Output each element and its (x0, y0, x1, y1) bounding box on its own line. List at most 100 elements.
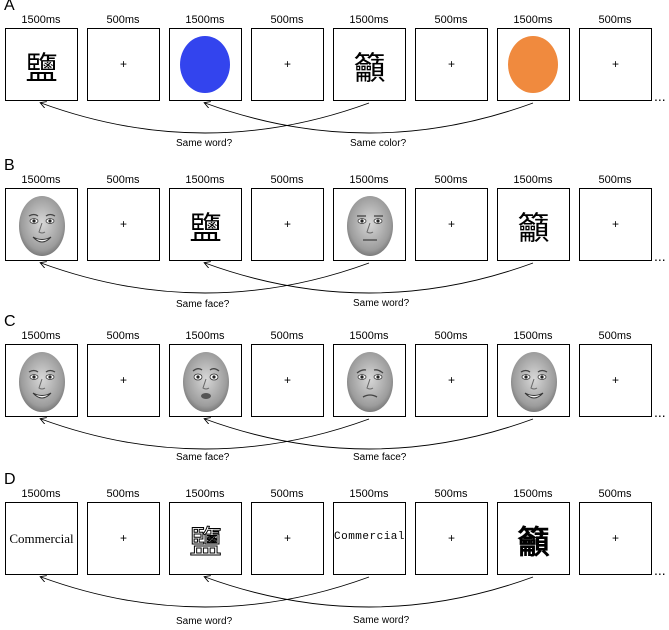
duration-label: 1500ms (349, 14, 389, 26)
duration-label: 500ms (106, 174, 140, 186)
fixation-cross: + (447, 57, 455, 71)
chinese-character: 籲 (517, 523, 550, 561)
panel-label: D (4, 471, 16, 488)
comparison-question: Same word? (353, 615, 410, 626)
duration-label: 500ms (434, 14, 468, 26)
stimulus-frame: 籲 (497, 188, 570, 261)
comparison-question: Same face? (176, 299, 230, 310)
face-image (347, 352, 393, 412)
chinese-character: 籲 (353, 49, 386, 87)
continuation-ellipsis: ... (654, 248, 666, 264)
fixation-frame: + (87, 28, 160, 101)
face-image (183, 352, 229, 412)
duration-label: 1500ms (513, 330, 553, 342)
fixation-cross: + (119, 57, 127, 71)
comparison-arrows (0, 316, 534, 450)
color-patch (180, 36, 230, 93)
duration-label: 1500ms (185, 14, 225, 26)
duration-label: 1500ms (185, 174, 225, 186)
comparison-arrows (0, 0, 534, 134)
fixation-frame: + (415, 502, 488, 575)
stimulus-frame: 鹽 (5, 28, 78, 101)
stimulus-frame (169, 344, 242, 417)
stimulus-frame (333, 344, 406, 417)
fixation-cross: + (119, 531, 127, 545)
stimulus-frame (169, 28, 242, 101)
duration-label: 500ms (270, 330, 304, 342)
continuation-ellipsis: ... (654, 404, 666, 420)
stimulus-frame: 鹽 (169, 188, 242, 261)
fixation-frame: + (251, 344, 324, 417)
face-image (19, 196, 65, 256)
chinese-character: 籲 (517, 209, 550, 247)
face-image (19, 352, 65, 412)
comparison-question: Same word? (353, 298, 410, 309)
comparison-question: Same face? (176, 452, 230, 463)
comparison-arrow (205, 419, 534, 450)
comparison-arrow (205, 103, 534, 134)
duration-label: 1500ms (349, 174, 389, 186)
duration-label: 500ms (598, 330, 632, 342)
duration-label: 500ms (270, 174, 304, 186)
fixation-frame: + (87, 188, 160, 261)
comparison-arrow (41, 263, 370, 294)
fixation-cross: + (119, 217, 127, 231)
fixation-frame: + (251, 502, 324, 575)
duration-label: 1500ms (185, 488, 225, 500)
fixation-frame: + (251, 28, 324, 101)
comparison-question: Same word? (176, 616, 233, 627)
comparison-arrow (41, 577, 370, 608)
fixation-frame: + (415, 188, 488, 261)
stimulus-frame (5, 344, 78, 417)
fixation-cross: + (283, 217, 291, 231)
fixation-cross: + (611, 57, 619, 71)
comparison-arrow (41, 419, 370, 450)
fixation-frame: + (579, 344, 652, 417)
fixation-frame: + (579, 502, 652, 575)
duration-label: 500ms (106, 488, 140, 500)
duration-label: 500ms (106, 14, 140, 26)
panel-label: A (4, 0, 15, 14)
color-patch (508, 36, 558, 93)
comparison-arrow (205, 263, 534, 294)
chinese-character: 鹽 (189, 209, 222, 247)
duration-label: 1500ms (21, 174, 61, 186)
fixation-frame: + (87, 502, 160, 575)
stimulus-frame (497, 28, 570, 101)
duration-label: 500ms (434, 488, 468, 500)
fixation-cross: + (283, 57, 291, 71)
face-image (347, 196, 393, 256)
fixation-cross: + (447, 531, 455, 545)
fixation-frame: + (579, 28, 652, 101)
panel-label: B (4, 157, 15, 174)
comparison-arrow (205, 577, 534, 608)
duration-label: 500ms (106, 330, 140, 342)
duration-label: 1500ms (21, 14, 61, 26)
duration-label: 1500ms (513, 488, 553, 500)
fixation-cross: + (447, 217, 455, 231)
fixation-cross: + (447, 373, 455, 387)
comparison-arrows (0, 160, 534, 294)
duration-label: 1500ms (513, 174, 553, 186)
stimulus-frame: 籲 (497, 502, 570, 575)
stimulus-frame: 鹽 (169, 502, 242, 575)
chinese-character: 鹽 (25, 49, 58, 87)
duration-label: 1500ms (21, 488, 61, 500)
face-image (511, 352, 557, 412)
duration-label: 1500ms (185, 330, 225, 342)
duration-label: 500ms (598, 14, 632, 26)
comparison-question: Same word? (176, 138, 233, 149)
fixation-cross: + (283, 531, 291, 545)
stimulus-frame (497, 344, 570, 417)
duration-label: 500ms (270, 14, 304, 26)
stimulus-frame (333, 188, 406, 261)
fixation-cross: + (119, 373, 127, 387)
comparison-question: Same color? (350, 138, 407, 149)
fixation-frame: + (415, 28, 488, 101)
duration-label: 1500ms (349, 330, 389, 342)
fixation-frame: + (87, 344, 160, 417)
fixation-frame: + (415, 344, 488, 417)
